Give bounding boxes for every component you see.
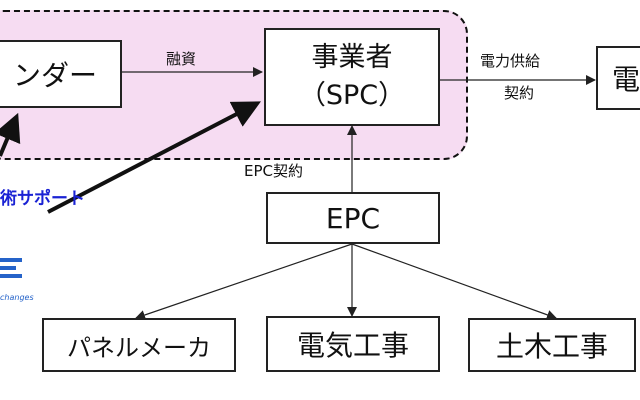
epc-to-civil-arrow xyxy=(351,243,557,320)
power-supply-label-line2: 契約 xyxy=(504,84,535,102)
epc-to-panel-arrow xyxy=(135,243,353,320)
operator-subtitle: （SPC） xyxy=(298,80,406,111)
utility-box: 電 xyxy=(596,46,640,110)
electrical-work-box: 電気工事 xyxy=(266,316,440,372)
financing-label: 融資 xyxy=(166,50,197,68)
svg-text:changes: changes xyxy=(0,293,34,302)
utility-label: 電 xyxy=(612,63,640,96)
panel-maker-box: パネルメーカ xyxy=(42,318,236,372)
epc-contract-label: EPC契約 xyxy=(244,162,303,180)
epc-label: EPC xyxy=(325,201,381,235)
panel-maker-label: パネルメーカ xyxy=(67,333,211,362)
civil-work-box: 土木工事 xyxy=(468,318,636,372)
electrical-work-label: 電気工事 xyxy=(296,329,409,362)
epc-box: EPC xyxy=(266,192,440,244)
operator-label: 事業者 xyxy=(311,42,393,73)
lender-label: ンダー xyxy=(12,59,97,92)
tech-support-label: 術サポート xyxy=(0,189,85,209)
lender-box: ンダー xyxy=(0,40,122,108)
organization-logo-icon: changes xyxy=(0,258,34,302)
tech-support-arrow xyxy=(47,101,261,214)
lender-support-arrow xyxy=(0,112,21,157)
operator-box: 事業者 （SPC） xyxy=(264,28,440,126)
civil-work-label: 土木工事 xyxy=(495,330,608,363)
power-supply-label: 電力供給 xyxy=(480,52,541,70)
